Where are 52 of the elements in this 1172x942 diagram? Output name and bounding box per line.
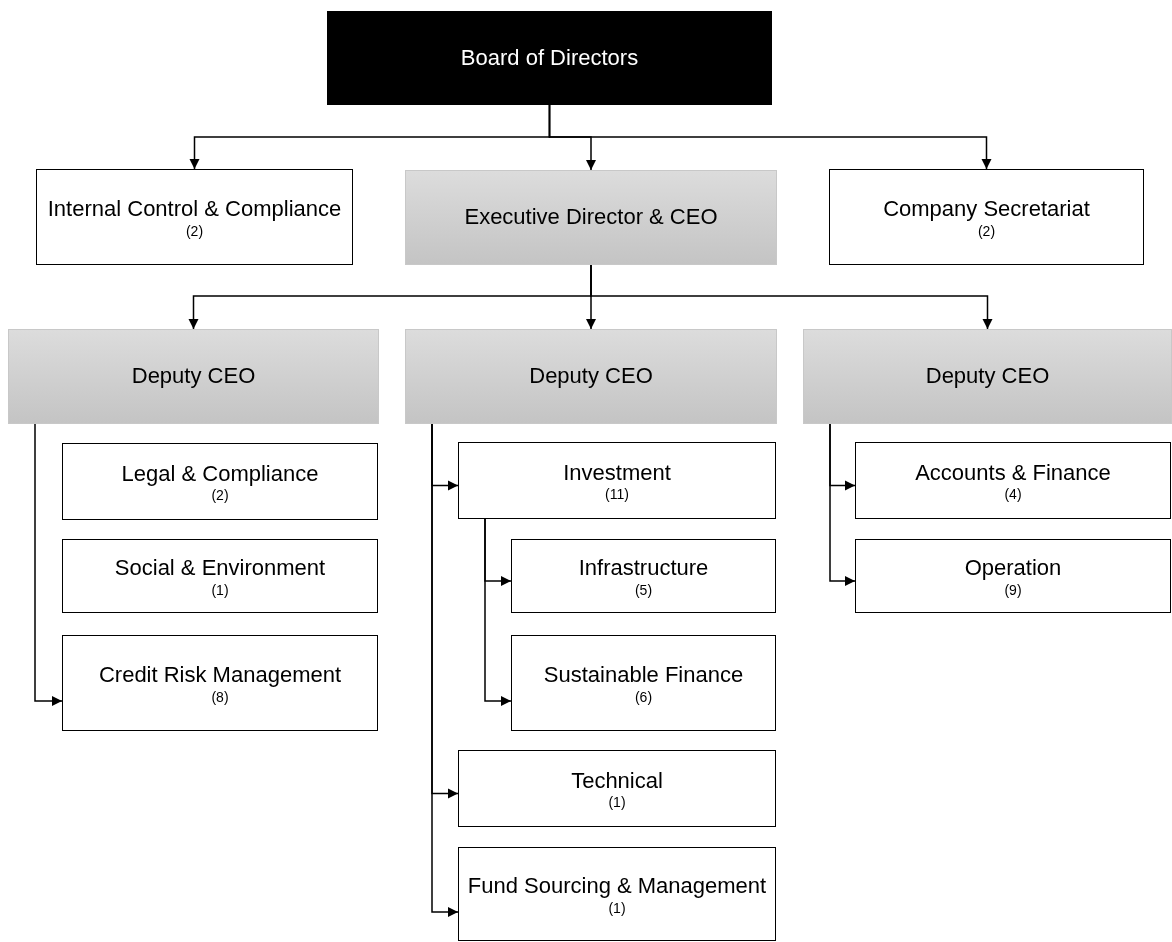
unit-name: Executive Director & CEO xyxy=(464,203,718,232)
unit-name: Accounts & Finance xyxy=(915,458,1111,487)
connector-arrow xyxy=(431,423,459,918)
connector-arrow xyxy=(484,518,512,707)
executive-box xyxy=(803,329,1172,424)
unit-name: Internal Control & Compliance xyxy=(47,195,342,223)
department-box xyxy=(458,442,776,519)
unit-name: Sustainable Finance xyxy=(543,661,744,689)
staff-count: (8) xyxy=(211,689,229,705)
executive-box xyxy=(405,170,777,265)
staff-count: (11) xyxy=(605,487,629,503)
unit-name: Investment xyxy=(563,458,671,487)
department-box xyxy=(855,442,1171,519)
executive-box xyxy=(8,329,379,424)
unit-name: Board of Directors xyxy=(460,43,639,72)
staff-count: (6) xyxy=(634,689,653,705)
connector-arrow xyxy=(34,423,63,707)
department-box xyxy=(511,635,776,731)
department-box xyxy=(62,635,378,731)
staff-count: (2) xyxy=(211,488,229,504)
unit-name: Social & Environment xyxy=(114,554,326,582)
board-box xyxy=(327,11,772,105)
department-box xyxy=(458,750,776,827)
unit-name: Credit Risk Management xyxy=(98,661,342,689)
department-box xyxy=(36,169,353,265)
connector-arrow xyxy=(590,264,993,330)
staff-count: (1) xyxy=(608,795,626,811)
staff-count: (4) xyxy=(1004,487,1022,503)
unit-name: Fund Sourcing & Management xyxy=(467,872,767,900)
staff-count: (1) xyxy=(211,582,229,598)
unit-name: Operation xyxy=(964,554,1062,582)
unit-name: Infrastructure xyxy=(578,554,709,582)
department-box xyxy=(458,847,776,941)
staff-count: (5) xyxy=(634,582,653,598)
department-box xyxy=(855,539,1171,613)
department-box xyxy=(511,539,776,613)
connector-arrow xyxy=(548,104,992,170)
unit-name: Deputy CEO xyxy=(529,362,653,391)
unit-name: Deputy CEO xyxy=(925,362,1050,391)
department-box xyxy=(62,539,378,613)
staff-count: (2) xyxy=(977,223,996,239)
department-box xyxy=(829,169,1144,265)
staff-count: (2) xyxy=(185,223,204,239)
unit-name: Legal & Compliance xyxy=(121,459,319,488)
connector-arrow xyxy=(829,423,856,587)
staff-count: (9) xyxy=(1004,582,1022,598)
unit-name: Technical xyxy=(571,766,663,795)
unit-name: Company Secretariat xyxy=(883,195,1090,223)
department-box xyxy=(62,443,378,520)
staff-count: (1) xyxy=(608,900,626,916)
unit-name: Deputy CEO xyxy=(131,362,256,391)
executive-box xyxy=(405,329,777,424)
